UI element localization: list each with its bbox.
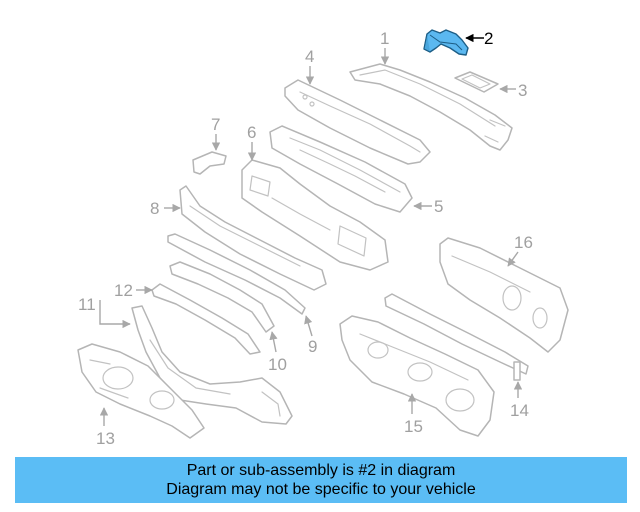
part-5-middle-cowl-panel [269, 125, 413, 213]
callout-7: 7 [211, 115, 220, 134]
callout-10: 10 [268, 355, 287, 374]
callout-1: 1 [380, 29, 389, 48]
callout-11: 11 [78, 295, 96, 314]
info-banner: Part or sub-assembly is #2 in diagram Di… [15, 457, 627, 503]
part-13-side-panel [77, 343, 205, 439]
callout-4: 4 [305, 47, 314, 66]
part-6-dash-panel-upper [241, 159, 389, 271]
callout-6: 6 [247, 123, 256, 142]
callout-9: 9 [308, 337, 317, 356]
part-12-strip [151, 283, 261, 355]
part-4-upper-cowl-panel [284, 79, 431, 165]
banner-line-2: Diagram may not be specific to your vehi… [166, 481, 476, 498]
callout-14: 14 [510, 401, 529, 420]
part-8-long-panel [179, 185, 327, 291]
part-16-insulator [439, 237, 569, 353]
callout-12: 12 [114, 281, 133, 300]
callout-labels: 1 2 3 4 5 6 7 8 9 10 11 12 13 14 15 16 [78, 29, 533, 448]
part-9-strip [167, 233, 306, 315]
banner-line-1: Part or sub-assembly is #2 in diagram [186, 462, 456, 479]
part-1-cowl-top-panel [349, 63, 513, 151]
leader-lines [99, 33, 523, 426]
part-7-bracket [192, 151, 227, 175]
callout-8: 8 [150, 199, 159, 218]
part-15-dash-panel-lower [339, 315, 495, 437]
callout-2: 2 [484, 29, 493, 48]
callout-5: 5 [434, 197, 443, 216]
callout-3: 3 [518, 81, 527, 100]
callout-15: 15 [404, 417, 423, 436]
callout-16: 16 [514, 233, 533, 252]
part-3-pad [454, 71, 499, 93]
part-2-highlighted-bracket [423, 29, 469, 56]
part-10-reinforcement [169, 261, 275, 333]
callout-13: 13 [96, 429, 115, 448]
part-14-bar [384, 293, 529, 381]
